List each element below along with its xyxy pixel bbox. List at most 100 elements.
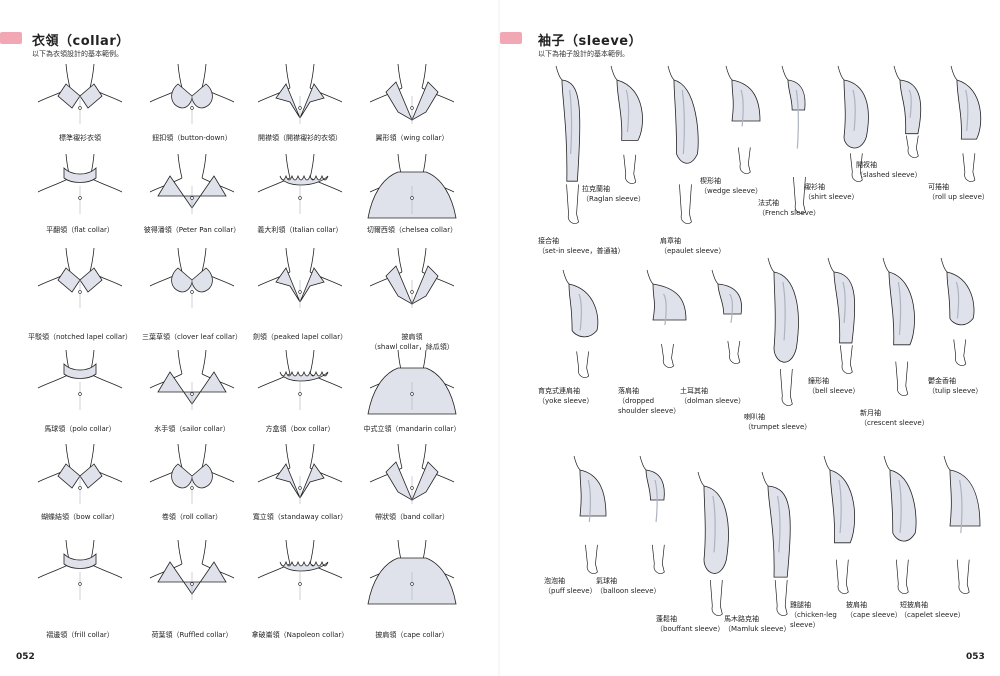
collar-illustration [37,153,123,214]
collar-label: 水手領（sailor collar） [154,424,229,434]
collar-name: 開襟領（開襟襯衫的衣領） [258,134,342,142]
sleeve-illustration [781,65,806,214]
collar-name: 鈕扣領（button-down） [152,134,232,142]
collar-illustration [37,443,123,504]
collar-name: 水手領（sailor collar） [154,425,230,433]
page-number: 053 [966,652,985,662]
sleeve-name: 土耳其袖 [680,387,708,395]
collar-name: 披肩領（cape collar） [375,631,449,639]
sleeve-name: 襯衫袖 [804,183,825,191]
sleeve-label: 短披肩袖（capelet sleeve） [900,600,965,620]
sleeve-illustration [667,65,699,224]
sleeve-english-name: （capelet sleeve） [900,611,965,619]
collar-illustration [149,63,235,124]
sleeve-english-name-cont: sleeve） [790,621,820,629]
collar-label: 披肩領（cape collar） [375,630,448,640]
accent-bar [0,32,22,44]
collar-illustration [257,247,343,308]
collar-name: 荷葉領（Ruffled collar） [151,631,233,639]
collar-name: 平翻領（flat collar） [46,226,114,234]
collar-name: 寬立領（standaway collar） [252,513,348,521]
sleeve-label: 襯衫袖（shirt sleeve） [804,182,859,202]
collar-name: 帶狀領（band collar） [374,513,450,521]
sleeve-name: 泡泡袖 [544,577,565,585]
sleeve-name: 接合袖 [538,237,559,245]
collar-name: 義大利領（Italian collar） [257,226,343,234]
sleeve-label: 新月袖（crescent sleeve） [860,408,929,428]
collar-illustration [149,153,235,214]
collar-label: 標準襯衫衣領 [59,133,101,143]
collar-label: 褶邊領（frill collar） [46,630,114,640]
sleeve-illustration [943,455,981,594]
sleeve-english-name-cont: shoulder sleeve） [618,407,681,415]
collar-illustration [367,539,457,605]
sleeve-illustration [883,455,917,594]
collar-name: 卷領（roll collar） [161,513,223,521]
collar-name: 褶邊領（frill collar） [46,631,114,639]
sleeve-name: 新月袖 [860,409,881,417]
left-page: 衣領（collar） 以下為衣領設計的基本範例。 標準襯衫衣領鈕扣領（butto… [0,32,461,662]
collar-name-extra: （shawl collar，絲瓜領） [370,343,454,351]
sleeve-label: 育克式連肩袖（yoke sleeve） [538,386,593,406]
sleeve-name: 法式袖 [758,199,779,207]
collar-illustration [37,63,123,124]
sleeve-illustration [562,269,599,378]
collar-label: 披肩領（shawl collar，絲瓜領） [370,332,453,352]
collar-label: 翼形領（wing collar） [376,133,449,143]
collar-label: 寬立領（standaway collar） [253,512,347,522]
sleeve-illustration [639,455,665,574]
page-title: 衣領（collar） [32,34,130,49]
collar-label: 平駁領（notched lapel collar） [28,332,132,342]
sleeve-english-name: （bell sleeve） [808,387,860,395]
collar-label: 拿破崙領（Napoleon collar） [252,630,349,640]
sleeve-name: 鬱金香袖 [928,377,956,385]
collar-illustration [37,349,123,410]
sleeve-english-name: （chicken-leg [790,611,837,619]
sleeve-label: 拉克蘭袖（Raglan sleeve） [582,184,645,204]
sleeve-illustration [882,257,915,396]
sleeve-label: 可捲袖 （roll up sleeve） [928,182,989,202]
collar-name: 蝴蝶結領（bow collar） [41,513,119,521]
sleeve-illustration [555,65,581,224]
sleeve-illustration [711,269,742,364]
collar-illustration [149,443,235,504]
collar-illustration [149,247,235,308]
sleeve-illustration [837,65,869,182]
collar-name: 標準襯衫衣領 [59,134,101,142]
sleeve-name: 馬木路克袖 [724,615,759,623]
sleeve-english-name: （cape sleeve） [846,611,902,619]
collar-name: 馬球領（polo collar） [44,425,116,433]
collar-label: 義大利領（Italian collar） [257,225,342,235]
sleeve-label: 蓬鬆袖（bouffant sleeve） [656,614,724,634]
sleeve-english-name: （French sleeve） [758,209,821,217]
page-subtitle: 以下為袖子設計的基本範例。 [538,50,629,58]
sleeve-illustration [725,65,761,174]
sleeve-name: 可捲袖 [928,183,949,191]
sleeve-label: 泡泡袖（puff sleeve） [544,576,597,596]
collar-label: 鈕扣領（button-down） [152,133,232,143]
sleeve-illustration [950,65,982,182]
sleeve-label: 法式袖 （French sleeve） [758,198,820,218]
sleeve-label: 接合袖（set-in sleeve，普通袖） [538,236,625,256]
collar-illustration [149,349,235,410]
collar-label: 中式立領（mandarin collar） [364,424,461,434]
collar-label: 三葉草領（clover leaf collar） [142,332,242,342]
sleeve-label: 肩章袖（epaulet sleeve） [660,236,725,256]
sleeve-english-name: （dolman sleeve） [680,397,746,405]
collar-label: 開襟領（開襟襯衫的衣領） [258,133,342,143]
collar-illustration [369,247,455,308]
collar-label: 馬球領（polo collar） [44,424,115,434]
sleeve-name: 蓬鬆袖 [656,615,677,623]
collar-label: 方盒領（box collar） [265,424,334,434]
collar-illustration [369,443,455,504]
sleeve-english-name: （Mamluk sleeve） [724,625,791,633]
sleeve-label: 鬱金香袖（tulip sleeve） [928,376,982,396]
collar-label: 帶狀領（band collar） [375,512,449,522]
collar-illustration [37,539,123,600]
sleeve-name: 開衩袖 [856,161,877,169]
sleeve-illustration [940,257,975,366]
sleeve-english-name: （roll up sleeve） [928,193,989,201]
collar-name: 劍領（peaked lapel collar） [252,333,348,341]
sleeve-name: 拉克蘭袖 [582,185,610,193]
